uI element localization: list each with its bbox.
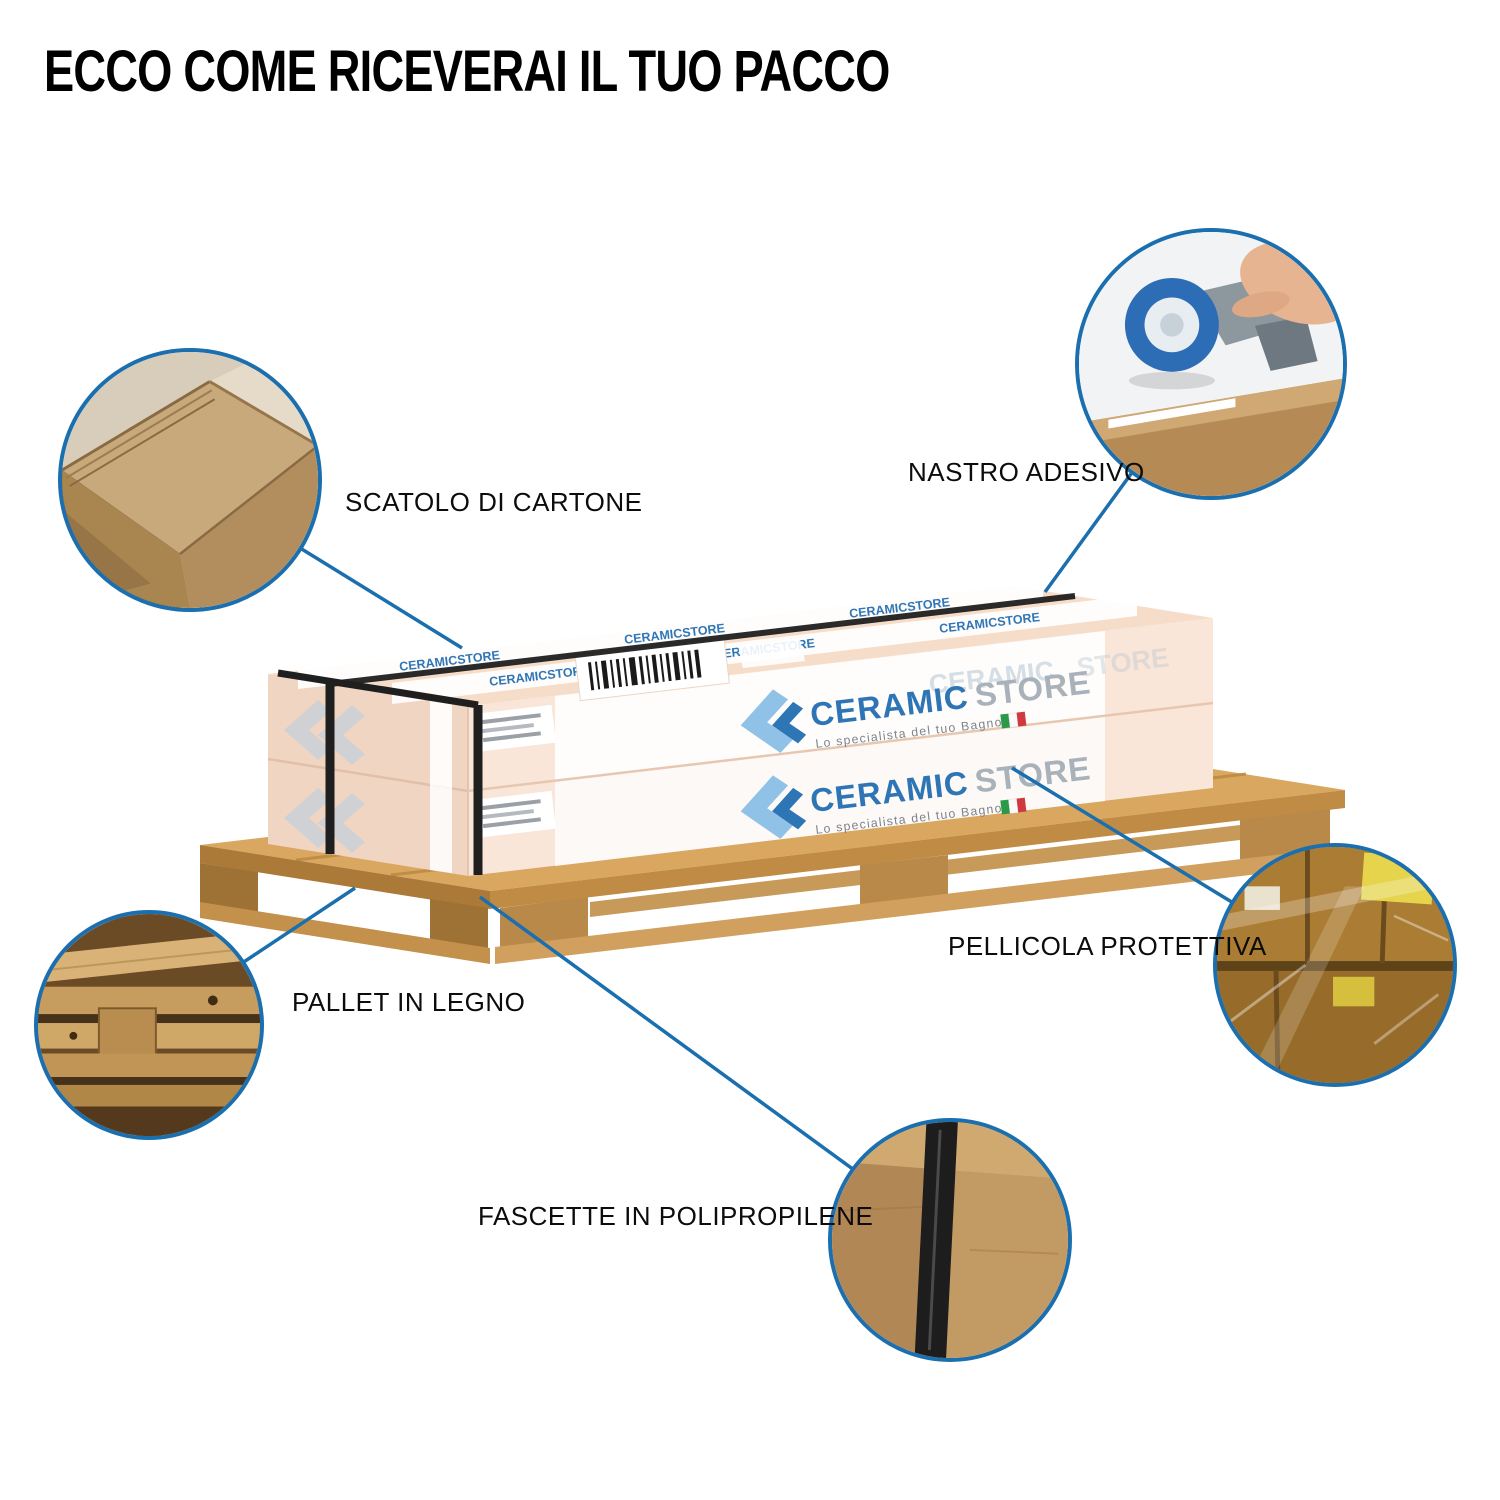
label-nastro-adesivo: NASTRO ADESIVO <box>908 457 1145 487</box>
callout-circle-pallet <box>34 910 264 1140</box>
page-title: ECCO COME RICEVERAI IL TUO PACCO <box>44 39 890 104</box>
cardboard-box-corner-photo <box>62 352 318 608</box>
strap-on-box-corner-photo <box>832 1122 1068 1358</box>
cardboard-package-drawing: CERAMICSTORE CERAMICSTORE CERAMICSTORE C… <box>267 580 1214 876</box>
callout-circle-pellicola <box>1213 843 1457 1087</box>
label-pellicola-protettiva: PELLICOLA PROTETTIVA <box>948 931 1267 961</box>
italian-flag-icon <box>1000 711 1027 729</box>
callout-circle-scatolo <box>58 348 322 612</box>
label-pallet-in-legno: PALLET IN LEGNO <box>292 987 526 1017</box>
shipping-label <box>474 790 556 838</box>
shipping-label <box>474 704 556 752</box>
italian-flag-icon <box>1000 797 1027 815</box>
wooden-pallet-photo <box>38 914 260 1136</box>
label-scatolo-di-cartone: SCATOLO DI CARTONE <box>345 487 643 517</box>
callout-circle-fascette <box>828 1118 1072 1362</box>
label-fascette-in-polipropilene: FASCETTE IN POLIPROPILENE <box>478 1201 874 1231</box>
polypropylene-straps <box>277 593 1076 875</box>
shrink-wrapped-pallet-photo <box>1217 847 1453 1083</box>
callout-circle-nastro <box>1075 228 1347 500</box>
tape-gun-sealing-box-photo <box>1079 232 1343 496</box>
